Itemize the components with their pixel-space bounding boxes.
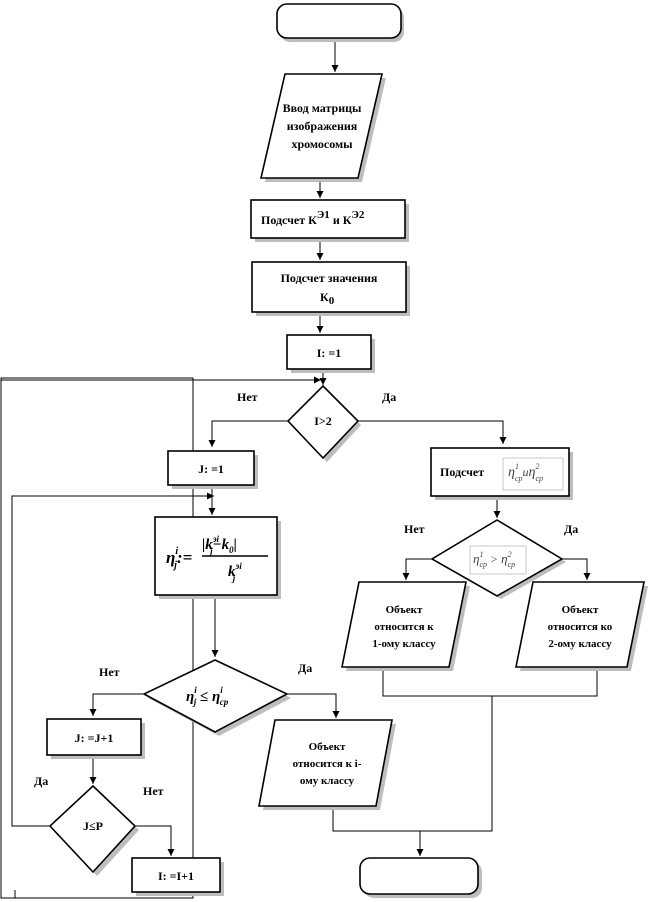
obj-class2-node: Объект относится ко 2-ому классу [515,581,648,671]
input-line-3: хромосомы [291,137,353,151]
count-k0-line-1: Подсчет значения [281,271,378,285]
outer-loop-frame [0,377,194,899]
edge-condEta-yes [562,558,591,580]
cond-eta-no-label: Нет [404,522,425,536]
cond-i-text: I>2 [314,414,332,428]
edge-inner-loop-return [11,492,214,827]
count-k0-line-2: К [320,290,329,304]
obj-class1-line-2: относится к [374,621,434,633]
incr-i-text: I: =I+1 [158,869,194,883]
svg-text:К0: К0 [320,290,335,307]
start-terminator [276,3,404,42]
obj-class1-node: Объект относится к 1-ому классу [341,581,470,671]
init-i-node: I: =1 [286,334,375,373]
cond-j-no-label: Нет [99,665,120,679]
count-k0-sub: 0 [329,295,335,307]
obj-class-i-line-1: Объект [309,741,346,753]
edge-condj-yes [285,693,340,718]
obj-class1-line-1: Объект [386,604,423,616]
edge-condi-yes [358,420,507,444]
edge-condi-no [208,420,288,447]
cond-jp-diamond: J≤P [48,784,139,876]
input-line-1: Ввод матрицы [283,101,362,115]
input-line-2: изображения [287,119,358,133]
count-k-text: Подсчет К [261,213,317,227]
edge-condEta-no [402,558,432,580]
obj-class2-line-2: относится ко [548,621,613,633]
svg-text:Подсчет КЭ1 и КЭ2: Подсчет КЭ1 и КЭ2 [261,209,365,227]
cond-i-yes-label: Да [382,390,396,404]
count-k-sup1: Э1 [317,209,330,221]
init-j-text: J: =1 [198,462,224,476]
count-k-mid: и К [330,213,352,227]
init-j-node: J: =1 [167,450,258,489]
count-k-sup2: Э2 [351,209,364,221]
edge-class-merge [332,668,598,832]
count-eta-formula-frame [502,457,564,491]
obj-class1-line-3: 1-ому классу [372,638,436,650]
incr-j-text: J: =J+1 [75,731,114,745]
input-matrix-node: Ввод матрицы изображения хромосомы [259,73,386,182]
cond-j-yes-label: Да [298,661,312,675]
cond-eta-yes-label: Да [564,522,578,536]
cond-eta-formula-frame [469,545,527,575]
cond-jp-yes-label: Да [34,774,48,788]
cond-i-no-label: Нет [237,390,258,404]
obj-class2-line-1: Объект [562,604,599,616]
incr-i-node: I: =I+1 [131,857,224,896]
obj-class-i-line-2: относится к i- [293,758,362,770]
obj-class-i-line-3: ому классу [300,775,355,787]
cond-i-diamond: I>2 [286,384,361,462]
count-k-node: Подсчет КЭ1 и КЭ2 [250,199,409,242]
cond-jp-no-label: Нет [143,784,164,798]
edge-outer-loop-return [1,379,315,898]
end-terminator [359,857,482,898]
cond-jp-text: J≤P [83,819,103,833]
obj-class2-line-3: 2-ому классу [548,638,612,650]
count-eta-text: Подсчет [440,465,484,479]
count-k0-node: Подсчет значения К0 [251,261,410,316]
edge-condjp-yes [135,825,175,856]
edges [1,40,598,898]
edge-condj-no [89,693,145,716]
obj-class-i-node: Объект относится к i- ому классу [258,719,396,810]
incr-j-node: J: =J+1 [46,718,145,759]
init-i-text: I: =1 [317,346,342,360]
